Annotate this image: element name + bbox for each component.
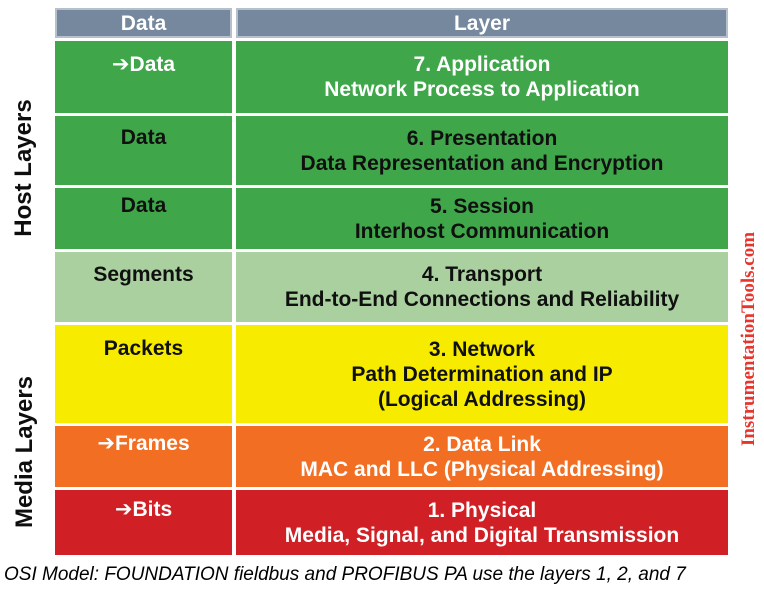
layer-title: 6. Presentation [406, 126, 558, 150]
layer-title: 1. Physical [427, 498, 537, 522]
data-unit-label: Data [120, 126, 167, 149]
layer-row-3: Packets 3. Network Path Determination an… [55, 325, 728, 423]
layer-cell-4: 4. Transport End-to-End Connections and … [236, 252, 728, 322]
layer-title: 2. Data Link [423, 432, 541, 456]
arrow-right-icon: ➔ [97, 432, 115, 455]
layer-desc: Network Process to Application [324, 78, 640, 101]
data-unit-label: Data [129, 53, 176, 76]
caption: OSI Model: FOUNDATION fieldbus and PROFI… [4, 564, 686, 585]
layer-desc: Path Determination and IP [351, 362, 613, 386]
arrow-right-icon: ➔ [111, 53, 130, 76]
layer-row-7: ➔Data 7. Application Network Process to … [55, 41, 728, 113]
media-layers-label: Media Layers [11, 375, 38, 529]
layer-cell-6: 6. Presentation Data Representation and … [236, 116, 728, 185]
arrow-right-icon: ➔ [114, 498, 133, 521]
layer-cell-5: 5. Session Interhost Communication [236, 188, 728, 249]
layer-cell-7: 7. Application Network Process to Applic… [236, 41, 728, 113]
host-layers-label: Host Layers [10, 99, 37, 237]
header-row: Data Layer [55, 8, 728, 38]
header-layer-cell: Layer [236, 8, 728, 38]
layer-cell-1: 1. Physical Media, Signal, and Digital T… [236, 490, 728, 555]
data-unit-label: Packets [103, 337, 184, 360]
layer-cell-2: 2. Data Link MAC and LLC (Physical Addre… [236, 426, 728, 487]
layer-desc: Media, Signal, and Digital Transmission [284, 523, 680, 547]
layer-cell-3: 3. Network Path Determination and IP (Lo… [236, 325, 728, 423]
data-unit-label: Segments [93, 263, 194, 286]
header-data-cell: Data [55, 8, 232, 38]
data-unit-cell-3: Packets [55, 325, 232, 423]
layer-row-1: ➔Bits 1. Physical Media, Signal, and Dig… [55, 490, 728, 555]
layer-title: 3. Network [428, 337, 536, 361]
data-unit-cell-2: ➔Frames [55, 426, 232, 487]
layer-desc-2: (Logical Addressing) [377, 387, 587, 411]
data-unit-cell-5: Data [55, 188, 232, 249]
layer-desc: Interhost Communication [354, 219, 610, 243]
layer-row-6: Data 6. Presentation Data Representation… [55, 116, 728, 185]
layer-title: 5. Session [430, 194, 534, 218]
layer-desc: End-to-End Connections and Reliability [284, 288, 680, 311]
data-unit-cell-1: ➔Bits [55, 490, 232, 555]
layer-desc: MAC and LLC (Physical Addressing) [300, 457, 664, 481]
layer-row-4: Segments 4. Transport End-to-End Connect… [55, 252, 728, 322]
data-unit-cell-6: Data [55, 116, 232, 185]
layer-row-5: Data 5. Session Interhost Communication [55, 188, 728, 249]
data-unit-cell-7: ➔Data [55, 41, 232, 113]
watermark-text: InstrumentationTools.com [738, 231, 759, 447]
layer-title: 4. Transport [421, 263, 543, 286]
layer-desc: Data Representation and Encryption [300, 151, 664, 175]
layer-row-2: ➔Frames 2. Data Link MAC and LLC (Physic… [55, 426, 728, 487]
data-unit-cell-4: Segments [55, 252, 232, 322]
data-unit-label: Bits [132, 498, 173, 521]
data-unit-label: Data [120, 194, 167, 217]
layer-title: 7. Application [413, 53, 551, 76]
data-unit-label: Frames [114, 432, 190, 455]
